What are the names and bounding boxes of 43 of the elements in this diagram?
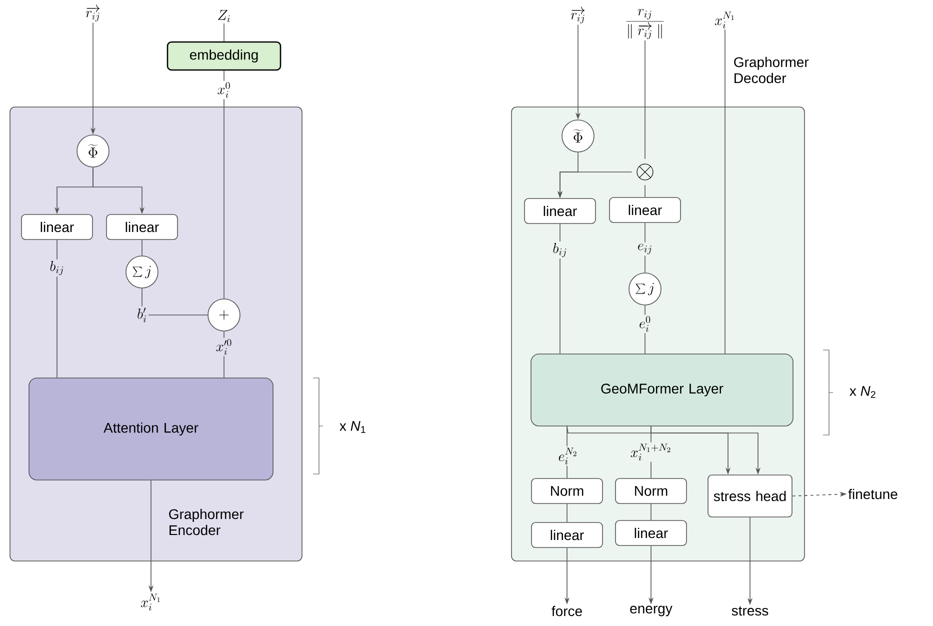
input-label: $\overrightarrow{r_{ij}}$ bbox=[570, 6, 585, 24]
input-label: $Z_i$ bbox=[218, 10, 230, 22]
norm-box: Norm bbox=[615, 478, 687, 504]
linear-box: linear bbox=[531, 522, 603, 548]
connector-line bbox=[142, 288, 208, 316]
edge-label: $b_i'$ bbox=[136, 306, 148, 324]
input-label: $x_i^{N_1}$ bbox=[714, 12, 734, 28]
linear-box: linear bbox=[106, 214, 178, 240]
output-label: $x_i^{N_1}$ bbox=[140, 594, 160, 610]
attention-layer-box: Attention Layer bbox=[28, 378, 274, 480]
linear-box: linear bbox=[524, 198, 596, 224]
input-label: $\overrightarrow{r_{ij}}$ bbox=[86, 4, 100, 22]
panel-heading: Graphormer Decoder bbox=[734, 56, 809, 84]
linear-box: linear bbox=[21, 214, 93, 240]
output-label: force bbox=[552, 606, 582, 616]
connector-line bbox=[724, 29, 726, 354]
edge-label: $x_i^{N_1+N_2}$ bbox=[628, 442, 674, 462]
connector-line bbox=[566, 426, 568, 478]
output-label: stress bbox=[732, 606, 768, 616]
input-label: $\frac{r_{ij}}{\parallel \overrightarrow{r_{ij}} \parallel}$ bbox=[626, 8, 664, 40]
embedding-box: embedding bbox=[166, 41, 282, 71]
norm-box: Norm bbox=[531, 478, 603, 504]
output-label: energy bbox=[630, 606, 672, 616]
product-symbol: $\otimes$ bbox=[636, 164, 654, 180]
connector-line bbox=[644, 222, 646, 273]
edge-label: $b_{ij}$ bbox=[551, 241, 569, 259]
stress-head-box: stress head bbox=[708, 474, 792, 518]
edge-label: $b_{ij}$ bbox=[48, 259, 66, 277]
connector-line bbox=[644, 184, 646, 198]
repeat-label: x N$_{1}$ bbox=[340, 421, 366, 433]
edge-label: $e_i^{N_2}$ bbox=[556, 446, 580, 466]
repeat-label: x N$_{2}$ bbox=[850, 386, 876, 398]
connector-line bbox=[644, 40, 646, 160]
output-label: finetune bbox=[848, 488, 898, 500]
connector-line bbox=[566, 504, 568, 522]
connector-line bbox=[56, 240, 58, 378]
connector-line bbox=[650, 504, 652, 520]
connector-line bbox=[644, 305, 646, 354]
geomformer-layer-box: GeoMFormer Layer bbox=[530, 354, 794, 426]
linear-box: linear bbox=[609, 197, 681, 223]
linear-box: linear bbox=[615, 520, 687, 546]
edge-label: $x_i^0$ bbox=[216, 80, 232, 100]
panel-heading: Graphormer Encoder bbox=[169, 508, 244, 536]
